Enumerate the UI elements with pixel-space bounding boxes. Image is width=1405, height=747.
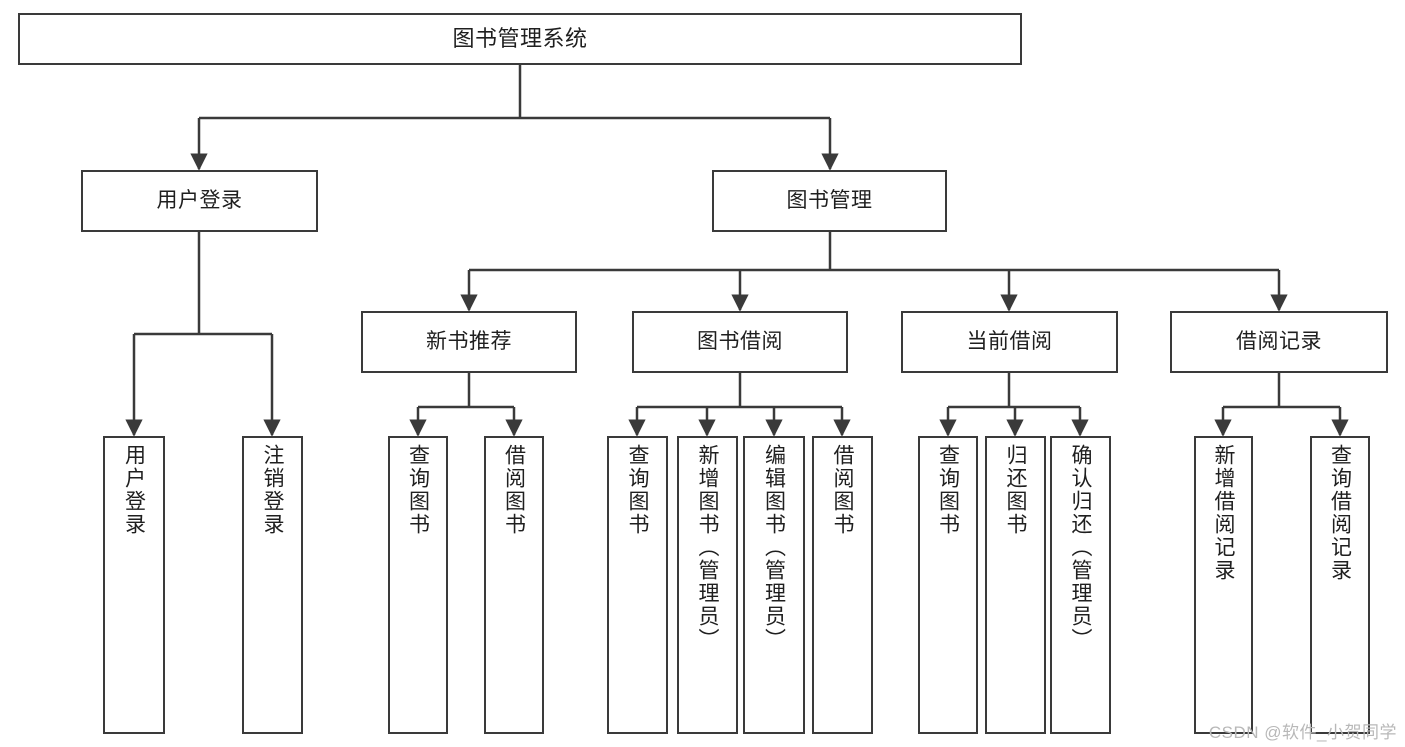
leaf-confirm-return-admin-label: 确认归还（管理员） <box>1069 444 1093 651</box>
node-book-borrow-label: 图书借阅 <box>697 329 783 353</box>
node-root[interactable]: 图书管理系统 <box>18 13 1022 65</box>
leaf-borrow-book-recommend[interactable]: 借阅图书 <box>484 436 544 734</box>
leaf-borrow-book-recommend-label: 借阅图书 <box>502 444 526 536</box>
node-current-borrow[interactable]: 当前借阅 <box>901 311 1118 373</box>
leaf-query-book-current-label: 查询图书 <box>936 444 960 536</box>
leaf-add-book-admin-label: 新增图书（管理员） <box>696 444 720 651</box>
node-new-book-recommend-label: 新书推荐 <box>426 329 512 353</box>
node-user-login-label: 用户登录 <box>156 188 243 212</box>
node-borrow-record-label: 借阅记录 <box>1236 329 1322 353</box>
leaf-return-book[interactable]: 归还图书 <box>985 436 1046 734</box>
leaf-add-borrow-record[interactable]: 新增借阅记录 <box>1194 436 1253 734</box>
node-new-book-recommend[interactable]: 新书推荐 <box>361 311 577 373</box>
leaf-add-book-admin[interactable]: 新增图书（管理员） <box>677 436 738 734</box>
node-borrow-record[interactable]: 借阅记录 <box>1170 311 1388 373</box>
leaf-user-login-label: 用户登录 <box>122 444 146 536</box>
leaf-logout-label: 注销登录 <box>261 444 285 536</box>
node-root-label: 图书管理系统 <box>452 26 588 52</box>
leaf-borrow-book-label: 借阅图书 <box>831 444 855 536</box>
leaf-confirm-return-admin[interactable]: 确认归还（管理员） <box>1050 436 1111 734</box>
leaf-query-borrow-record[interactable]: 查询借阅记录 <box>1310 436 1370 734</box>
node-user-login[interactable]: 用户登录 <box>81 170 318 232</box>
leaf-borrow-book[interactable]: 借阅图书 <box>812 436 873 734</box>
leaf-query-book-recommend[interactable]: 查询图书 <box>388 436 448 734</box>
leaf-query-book-current[interactable]: 查询图书 <box>918 436 978 734</box>
node-book-management[interactable]: 图书管理 <box>712 170 947 232</box>
leaf-query-book-borrow[interactable]: 查询图书 <box>607 436 668 734</box>
watermark: CSDN @软件_小贺同学 <box>1208 723 1397 742</box>
leaf-return-book-label: 归还图书 <box>1004 444 1028 536</box>
leaf-logout[interactable]: 注销登录 <box>242 436 303 734</box>
leaf-edit-book-admin-label: 编辑图书（管理员） <box>762 444 786 651</box>
leaf-user-login[interactable]: 用户登录 <box>103 436 165 734</box>
node-book-borrow[interactable]: 图书借阅 <box>632 311 848 373</box>
leaf-query-book-borrow-label: 查询图书 <box>626 444 650 536</box>
leaf-edit-book-admin[interactable]: 编辑图书（管理员） <box>743 436 805 734</box>
leaf-query-book-recommend-label: 查询图书 <box>406 444 430 536</box>
leaf-query-borrow-record-label: 查询借阅记录 <box>1328 444 1352 582</box>
node-current-borrow-label: 当前借阅 <box>966 329 1053 353</box>
node-book-management-label: 图书管理 <box>786 188 873 212</box>
leaf-add-borrow-record-label: 新增借阅记录 <box>1212 444 1236 582</box>
